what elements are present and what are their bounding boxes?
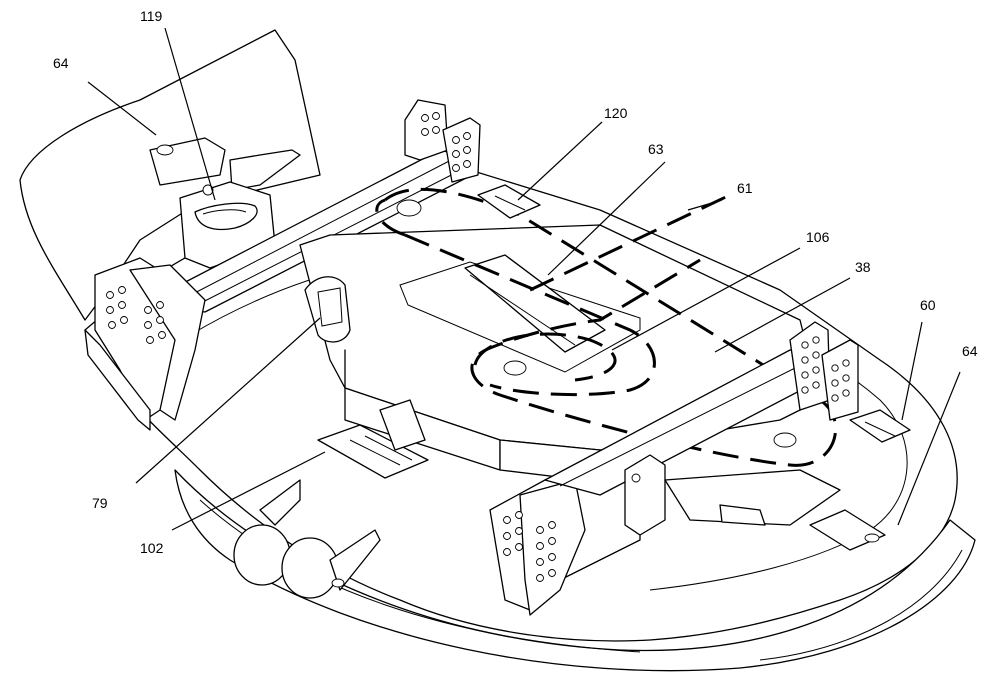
cross-channel [169,99,481,313]
callout-38: 38 [855,259,871,275]
callout-63: 63 [648,141,664,157]
callout-64-right: 64 [962,343,978,359]
callout-106: 106 [806,229,830,245]
callout-leaders [87,27,961,531]
callout-79: 79 [92,495,108,511]
callout-119: 119 [140,8,163,24]
callout-120: 120 [604,105,628,121]
deck-decals [317,184,911,551]
center-housing [299,199,821,483]
callout-labels: 119 64 120 63 61 106 38 60 64 79 102 [53,8,978,556]
anti-scalp-rollers [233,479,381,599]
left-bracket [179,181,276,269]
rear-mount-plate [149,137,301,191]
callout-64-left: 64 [53,55,69,71]
idler-bumper [304,276,351,343]
right-gauge-bracket [489,321,859,616]
left-bracket-holes [106,286,166,344]
callout-61: 61 [737,180,753,196]
left-gauge-bracket [84,257,206,431]
right-bracket-holes [503,511,556,582]
callout-60: 60 [920,297,936,313]
callout-102: 102 [140,540,164,556]
